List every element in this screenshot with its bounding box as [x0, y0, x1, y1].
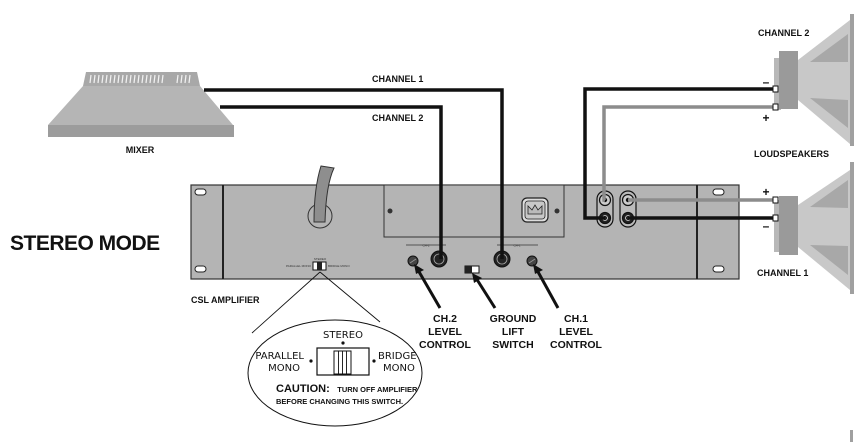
partial-speaker-edge — [850, 430, 853, 442]
inset-label-bridge: BRIDGE — [378, 351, 417, 362]
ground-lift-switch[interactable] — [464, 265, 480, 274]
speaker-terminal-positive — [772, 103, 779, 111]
callout-gl-line2: LIFT — [502, 326, 525, 338]
callout-ch2-line3: CONTROL — [419, 339, 471, 351]
callout-ground-lift: GROUND LIFT SWITCH — [490, 313, 537, 351]
channel-2-speaker-label: CHANNEL 2 — [758, 28, 809, 38]
speaker-terminal-negative — [772, 214, 779, 222]
speaker-rim — [850, 162, 854, 294]
caution-label: CAUTION: — [276, 383, 330, 395]
inset-dot-parallel — [309, 359, 313, 363]
speaker-magnet — [779, 196, 798, 255]
mode-switch-small-label-bridge: BRIDGE MONO — [328, 264, 350, 268]
inset-dot-bridge — [372, 359, 376, 363]
channel-1-input-cable — [204, 88, 504, 259]
speaker-terminal-negative — [772, 85, 779, 93]
screw-icon — [387, 208, 393, 214]
inset-leader-right — [319, 271, 381, 323]
callout-ch1-line2: LEVEL — [559, 326, 593, 338]
mixer-faders — [89, 74, 191, 84]
arrowhead-icon — [472, 273, 482, 283]
callout-arrows — [416, 269, 560, 309]
screw-icon — [554, 208, 560, 214]
callout-ch2-line1: CH.2 — [433, 313, 457, 325]
rack-slot-icon — [194, 265, 207, 273]
mixer-body — [48, 86, 233, 125]
crown-logo-icon — [521, 197, 549, 223]
ch1-level-arrow — [535, 269, 560, 309]
mode-switch-inset: STEREO PARALLEL MONO BRIDGE MONO CAUTION… — [247, 271, 423, 427]
ch2-marker-label: CH-2 — [422, 244, 429, 248]
ground-lift-arrow — [474, 277, 497, 309]
amplifier: CH-2 CH-1 STEREO — [190, 165, 740, 280]
inset-switch[interactable] — [316, 347, 370, 376]
mixer-label: MIXER — [126, 145, 155, 155]
callout-ch2-level: CH.2 LEVEL CONTROL — [419, 313, 471, 351]
callout-ch1-line1: CH.1 — [564, 313, 588, 325]
ch2-level-arrow — [416, 269, 442, 309]
channel-2-input-cable — [220, 105, 443, 259]
channel-1-positive-sign: + — [762, 185, 769, 199]
ch2-input-jack[interactable] — [430, 250, 448, 268]
rack-slot-icon — [194, 188, 207, 196]
loudspeakers-label: LOUDSPEAKERS — [754, 149, 829, 159]
amplifier-label: CSL AMPLIFIER — [191, 295, 260, 305]
mode-switch-small-label-stereo: STEREO — [314, 257, 327, 261]
arrowhead-icon — [533, 264, 543, 274]
arrowhead-icon — [414, 264, 424, 274]
speaker-rim — [850, 14, 854, 146]
channel-2-cable-label: CHANNEL 2 — [372, 113, 423, 123]
callout-ch1-line3: CONTROL — [550, 339, 602, 351]
callout-gl-line1: GROUND — [490, 313, 537, 325]
ch1-output-binding-posts[interactable] — [619, 190, 637, 228]
callout-gl-line3: SWITCH — [492, 339, 533, 351]
callout-ch2-line2: LEVEL — [428, 326, 462, 338]
mixer — [48, 72, 234, 137]
speaker-terminal-positive — [772, 196, 779, 204]
channel-2-negative-cable — [583, 87, 773, 220]
channel-1-negative-sign: – — [763, 219, 770, 233]
channel-1-cable-label: CHANNEL 1 — [372, 74, 423, 84]
ch1-marker-label: CH-1 — [513, 244, 520, 248]
inset-label-parallel: PARALLEL — [255, 351, 304, 362]
callout-ch1-level: CH.1 LEVEL CONTROL — [550, 313, 602, 351]
power-cord-icon — [313, 165, 335, 223]
channel-2-negative-sign: – — [763, 75, 770, 89]
caution-text-1: TURN OFF AMPLIFIER — [337, 385, 418, 394]
channel-2-positive-sign: + — [762, 111, 769, 125]
mode-switch[interactable] — [312, 261, 327, 271]
loudspeaker-channel-2 — [772, 14, 854, 146]
mode-title: STEREO MODE — [10, 232, 160, 255]
ch1-level-knob[interactable] — [526, 255, 538, 267]
ch2-level-knob[interactable] — [407, 255, 419, 267]
speaker-magnet-back — [774, 58, 781, 110]
rack-slot-icon — [712, 265, 725, 273]
rack-slot-icon — [712, 188, 725, 196]
loudspeaker-channel-1 — [772, 162, 854, 294]
channel-2-positive-cable — [602, 105, 773, 202]
speaker-magnet-back — [774, 200, 781, 252]
channel-1-speaker-label: CHANNEL 1 — [757, 268, 808, 278]
mode-switch-small-label-parallel: PARALLEL MONO — [286, 264, 312, 268]
inset-caution-line2: BEFORE CHANGING THIS SWITCH. — [276, 397, 403, 406]
inset-dot-stereo — [341, 341, 345, 345]
mixer-front-edge — [48, 125, 234, 137]
speaker-magnet — [779, 51, 798, 109]
inset-label-bridge-mono: MONO — [383, 363, 415, 374]
inset-label-parallel-mono: MONO — [268, 363, 300, 374]
inset-leader-left — [251, 271, 321, 334]
inset-label-stereo: STEREO — [323, 330, 363, 341]
mixer-fader-panel — [83, 72, 200, 86]
inset-caution-line1: CAUTION: TURN OFF AMPLIFIER — [276, 379, 418, 396]
